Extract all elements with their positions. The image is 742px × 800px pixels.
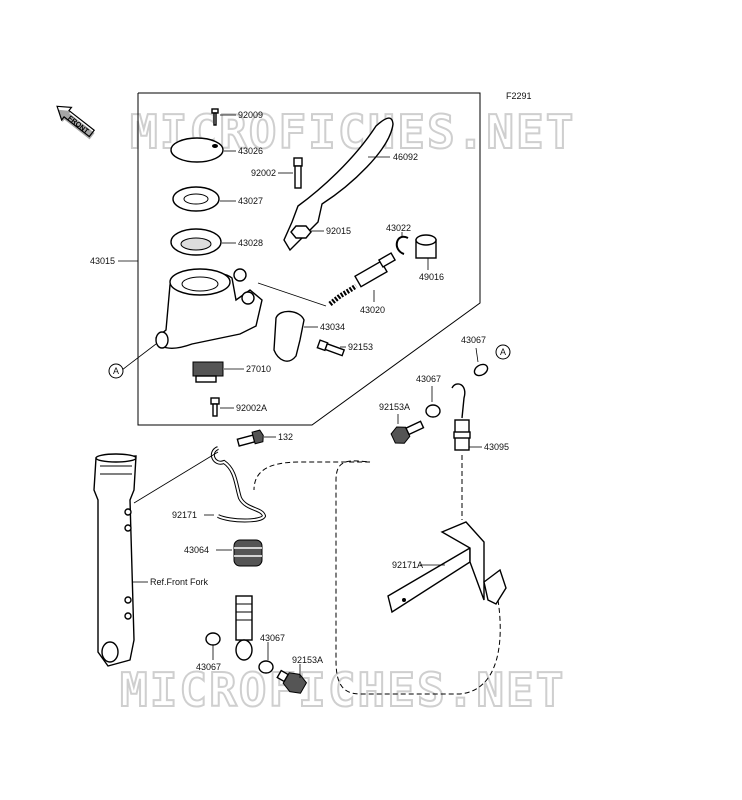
washer-43067-d (205, 632, 221, 646)
label-43067-d: 43067 (196, 662, 221, 672)
assembly-frame (137, 92, 481, 426)
label-92009: 92009 (238, 110, 263, 120)
label-43022: 43022 (386, 223, 411, 233)
label-49016: 49016 (419, 272, 444, 282)
label-43067-b: 43067 (416, 374, 441, 384)
bolt-92153 (316, 339, 346, 357)
label-92015: 92015 (326, 226, 351, 236)
label-92171A: 92171A (392, 560, 423, 570)
washer-43067-a (473, 363, 489, 377)
boot-49016 (415, 234, 437, 259)
washer-43067-c (258, 660, 274, 674)
bolt-92153A-a (390, 420, 425, 444)
front-arrow-icon: FRONT (56, 105, 96, 140)
label-43015: 43015 (90, 256, 115, 266)
hose-fitting-43095 (451, 383, 471, 451)
label-43064: 43064 (184, 545, 209, 555)
label-27010: 27010 (246, 364, 271, 374)
lever-46092 (283, 117, 394, 252)
switch-27010 (192, 361, 224, 383)
label-92002: 92002 (251, 168, 276, 178)
diagram-code: F2291 (506, 91, 532, 101)
piston-kit-43020 (328, 252, 397, 306)
label-132: 132 (278, 432, 293, 442)
label-43067-c: 43067 (260, 633, 285, 643)
brake-hose-path (253, 455, 501, 695)
label-92153A-a: 92153A (379, 402, 410, 412)
label-43028: 43028 (238, 238, 263, 248)
fork-reference-label: Ref.Front Fork (150, 577, 209, 587)
screw-92002A (210, 397, 220, 417)
label-43026: 43026 (238, 146, 263, 156)
label-92002A: 92002A (236, 403, 267, 413)
connector-a-right-label: A (500, 347, 506, 357)
grommet-43064 (233, 539, 263, 567)
connector-a-left-label: A (113, 366, 119, 376)
label-92153A-b: 92153A (292, 655, 323, 665)
watermark-bottom: MICROFICHES.NET (120, 663, 565, 717)
bolt-92002 (293, 157, 303, 189)
label-46092: 46092 (393, 152, 418, 162)
label-43034: 43034 (320, 322, 345, 332)
bracket-92171A (387, 521, 507, 614)
connector-a-right (495, 344, 511, 360)
nut-92015 (290, 225, 312, 239)
cap-43026 (170, 137, 224, 163)
label-43067-a: 43067 (461, 335, 486, 345)
label-92153: 92153 (348, 342, 373, 352)
connector-a-left (108, 363, 124, 379)
label-43095: 43095 (484, 442, 509, 452)
holder-43034 (273, 310, 305, 362)
label-43027: 43027 (238, 196, 263, 206)
label-92171: 92171 (172, 510, 197, 520)
bolt-132 (236, 429, 264, 447)
label-43020: 43020 (360, 305, 385, 315)
screw-92009 (211, 108, 219, 126)
circlip-43022 (395, 235, 409, 255)
front-fork (93, 453, 137, 667)
lower-hose-fitting (235, 595, 253, 661)
washer-43067-b (425, 404, 441, 418)
master-cylinder-body (155, 268, 263, 349)
